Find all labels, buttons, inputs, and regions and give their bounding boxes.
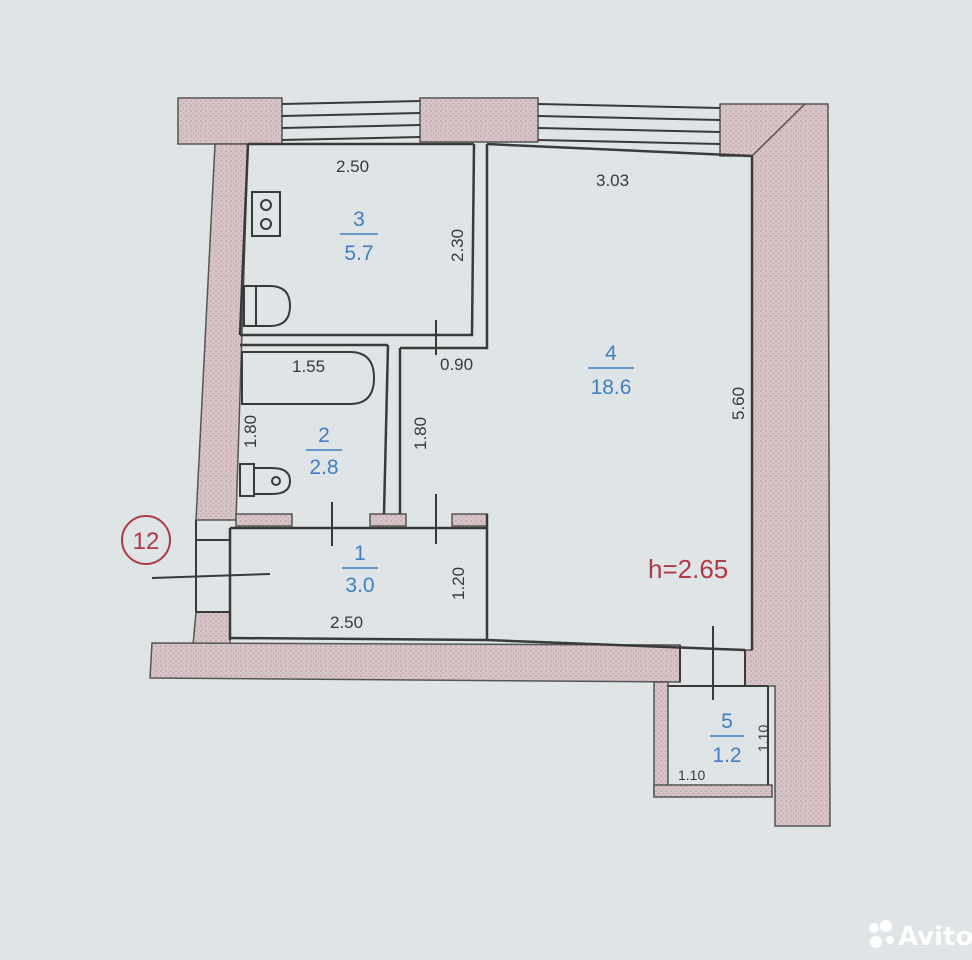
room1-depth-label: 1.20 — [449, 567, 468, 600]
bath-length-label: 1.55 — [292, 357, 325, 376]
room3-depth-label: 2.30 — [448, 229, 467, 262]
room-area: 2.8 — [309, 456, 338, 479]
balcony-width-label: 1.10 — [678, 767, 705, 783]
room-number: 1 — [354, 542, 366, 565]
room-1-label: 1 3.0 — [342, 542, 378, 597]
room-number: 2 — [318, 424, 330, 447]
balcony — [653, 626, 773, 798]
room-area: 5.7 — [344, 242, 373, 265]
room-2-label: 2 2.8 — [306, 424, 342, 479]
room3-width-label: 2.50 — [336, 157, 369, 176]
top-wall-left — [177, 97, 283, 145]
apartment-number: 12 — [133, 528, 160, 555]
toilet-icon — [239, 463, 292, 497]
bathtub-icon — [241, 351, 376, 405]
room-number: 4 — [605, 342, 617, 365]
room4-depth-label: 5.60 — [729, 387, 748, 420]
right-partition-stub — [451, 513, 488, 527]
avito-dots-icon — [869, 920, 894, 948]
room-area: 18.6 — [591, 376, 632, 399]
balcony-depth-label: 1.10 — [755, 725, 771, 752]
room-3-label: 3 5.7 — [340, 208, 378, 265]
sink-icon — [243, 285, 292, 327]
room-number: 5 — [721, 710, 733, 733]
room1-width-label: 2.50 — [330, 613, 363, 632]
door-marks — [151, 320, 437, 613]
room2-height-label: 1.80 — [241, 415, 260, 448]
corridor-width-label: 1.80 — [411, 417, 430, 450]
watermark-text: Avito — [898, 922, 972, 952]
corridor-partition — [369, 513, 407, 527]
room-area: 1.2 — [712, 744, 741, 767]
ceiling-height-label: h=2.65 — [648, 554, 728, 584]
right-wall — [744, 103, 831, 827]
bath-partition-bottom — [235, 513, 293, 527]
bottom-wall — [149, 642, 681, 683]
room-5-label: 5 1.2 — [710, 710, 744, 767]
room-number: 3 — [353, 208, 365, 231]
room4-width-label: 3.03 — [596, 171, 629, 190]
doorway-width-label: 0.90 — [440, 355, 473, 374]
window-left — [281, 100, 421, 141]
window-right — [537, 103, 721, 145]
room-4-label: 4 18.6 — [588, 342, 634, 399]
interior-walls — [228, 142, 754, 652]
top-wall-middle — [419, 97, 539, 143]
left-wall-lower — [192, 611, 231, 646]
avito-watermark: Avito — [869, 920, 972, 952]
room-area: 3.0 — [345, 574, 374, 597]
apartment-marker: 12 — [121, 515, 171, 565]
stove-icon — [251, 191, 281, 237]
